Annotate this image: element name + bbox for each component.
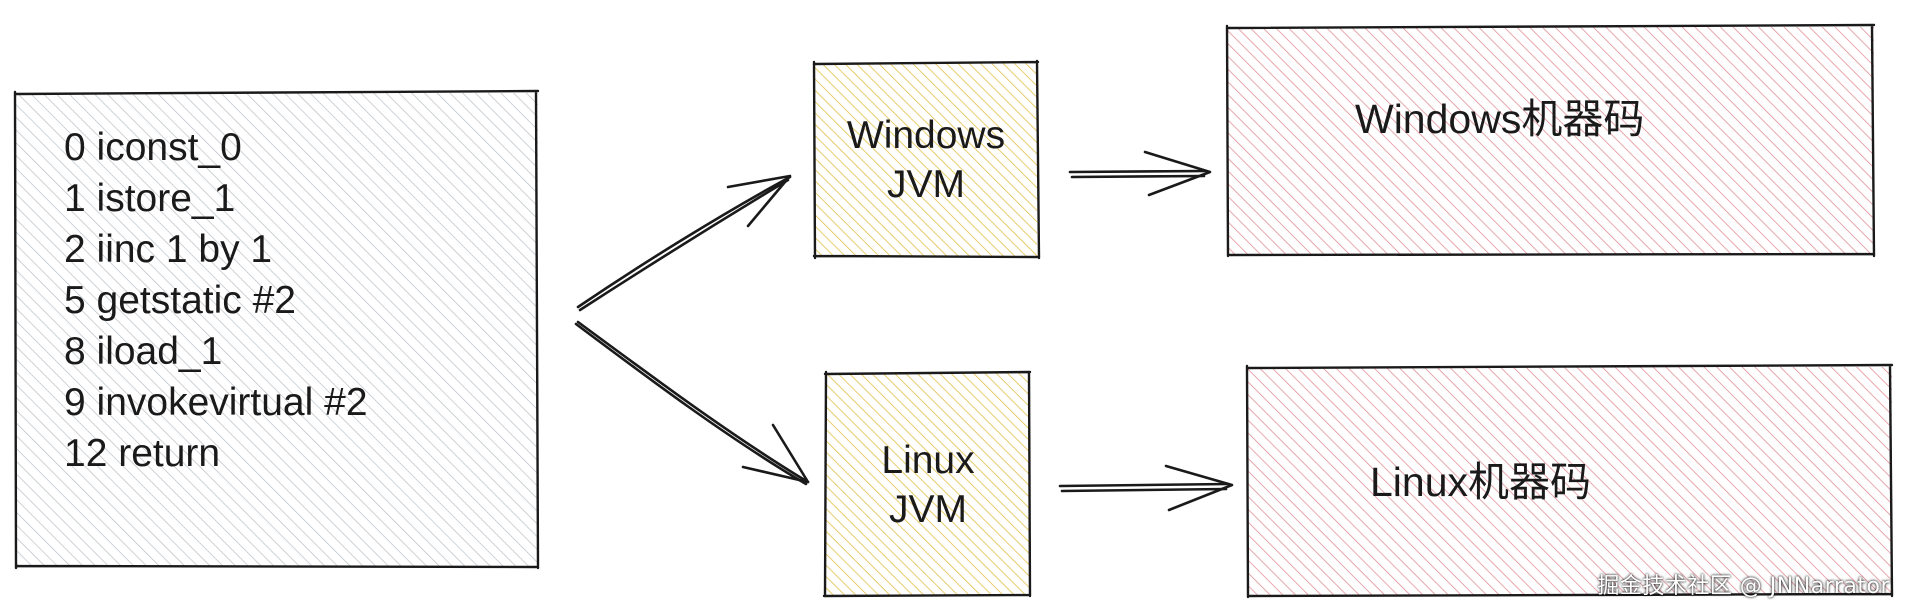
windows-jvm-label-line1: Windows bbox=[847, 114, 1005, 157]
windows-machine-code-label: Windows机器码 bbox=[1355, 96, 1644, 142]
arrow-to-linux-output bbox=[1058, 464, 1234, 512]
watermark: 掘金技术社区 @ JNNarrator bbox=[1597, 574, 1890, 599]
windows-jvm-label-line2: JVM bbox=[887, 163, 965, 206]
bytecode-line: 9 invokevirtual #2 bbox=[64, 381, 368, 424]
bytecode-line: 12 return bbox=[64, 432, 220, 475]
bytecode-line: 5 getstatic #2 bbox=[64, 279, 296, 322]
windows-jvm-box: Windows JVM bbox=[812, 59, 1041, 260]
arrow-to-windows-jvm bbox=[576, 174, 792, 312]
arrow-to-linux-jvm bbox=[574, 320, 810, 486]
bytecode-line: 8 iload_1 bbox=[64, 330, 222, 373]
linux-jvm-label-line2: JVM bbox=[889, 488, 967, 531]
linux-jvm-box: Linux JVM bbox=[822, 370, 1032, 598]
arrow-to-windows-output bbox=[1068, 150, 1212, 197]
windows-machine-code-box: Windows机器码 bbox=[1225, 23, 1876, 258]
linux-machine-code-box: Linux机器码 bbox=[1245, 363, 1894, 599]
linux-machine-code-label: Linux机器码 bbox=[1370, 459, 1591, 505]
bytecode-line: 0 iconst_0 bbox=[64, 126, 242, 169]
bytecode-line: 1 istore_1 bbox=[64, 177, 235, 220]
bytecode-line: 2 iinc 1 by 1 bbox=[64, 228, 272, 271]
bytecode-box: 0 iconst_0 1 istore_1 2 iinc 1 by 1 5 ge… bbox=[13, 89, 540, 570]
linux-jvm-label-line1: Linux bbox=[881, 439, 975, 482]
